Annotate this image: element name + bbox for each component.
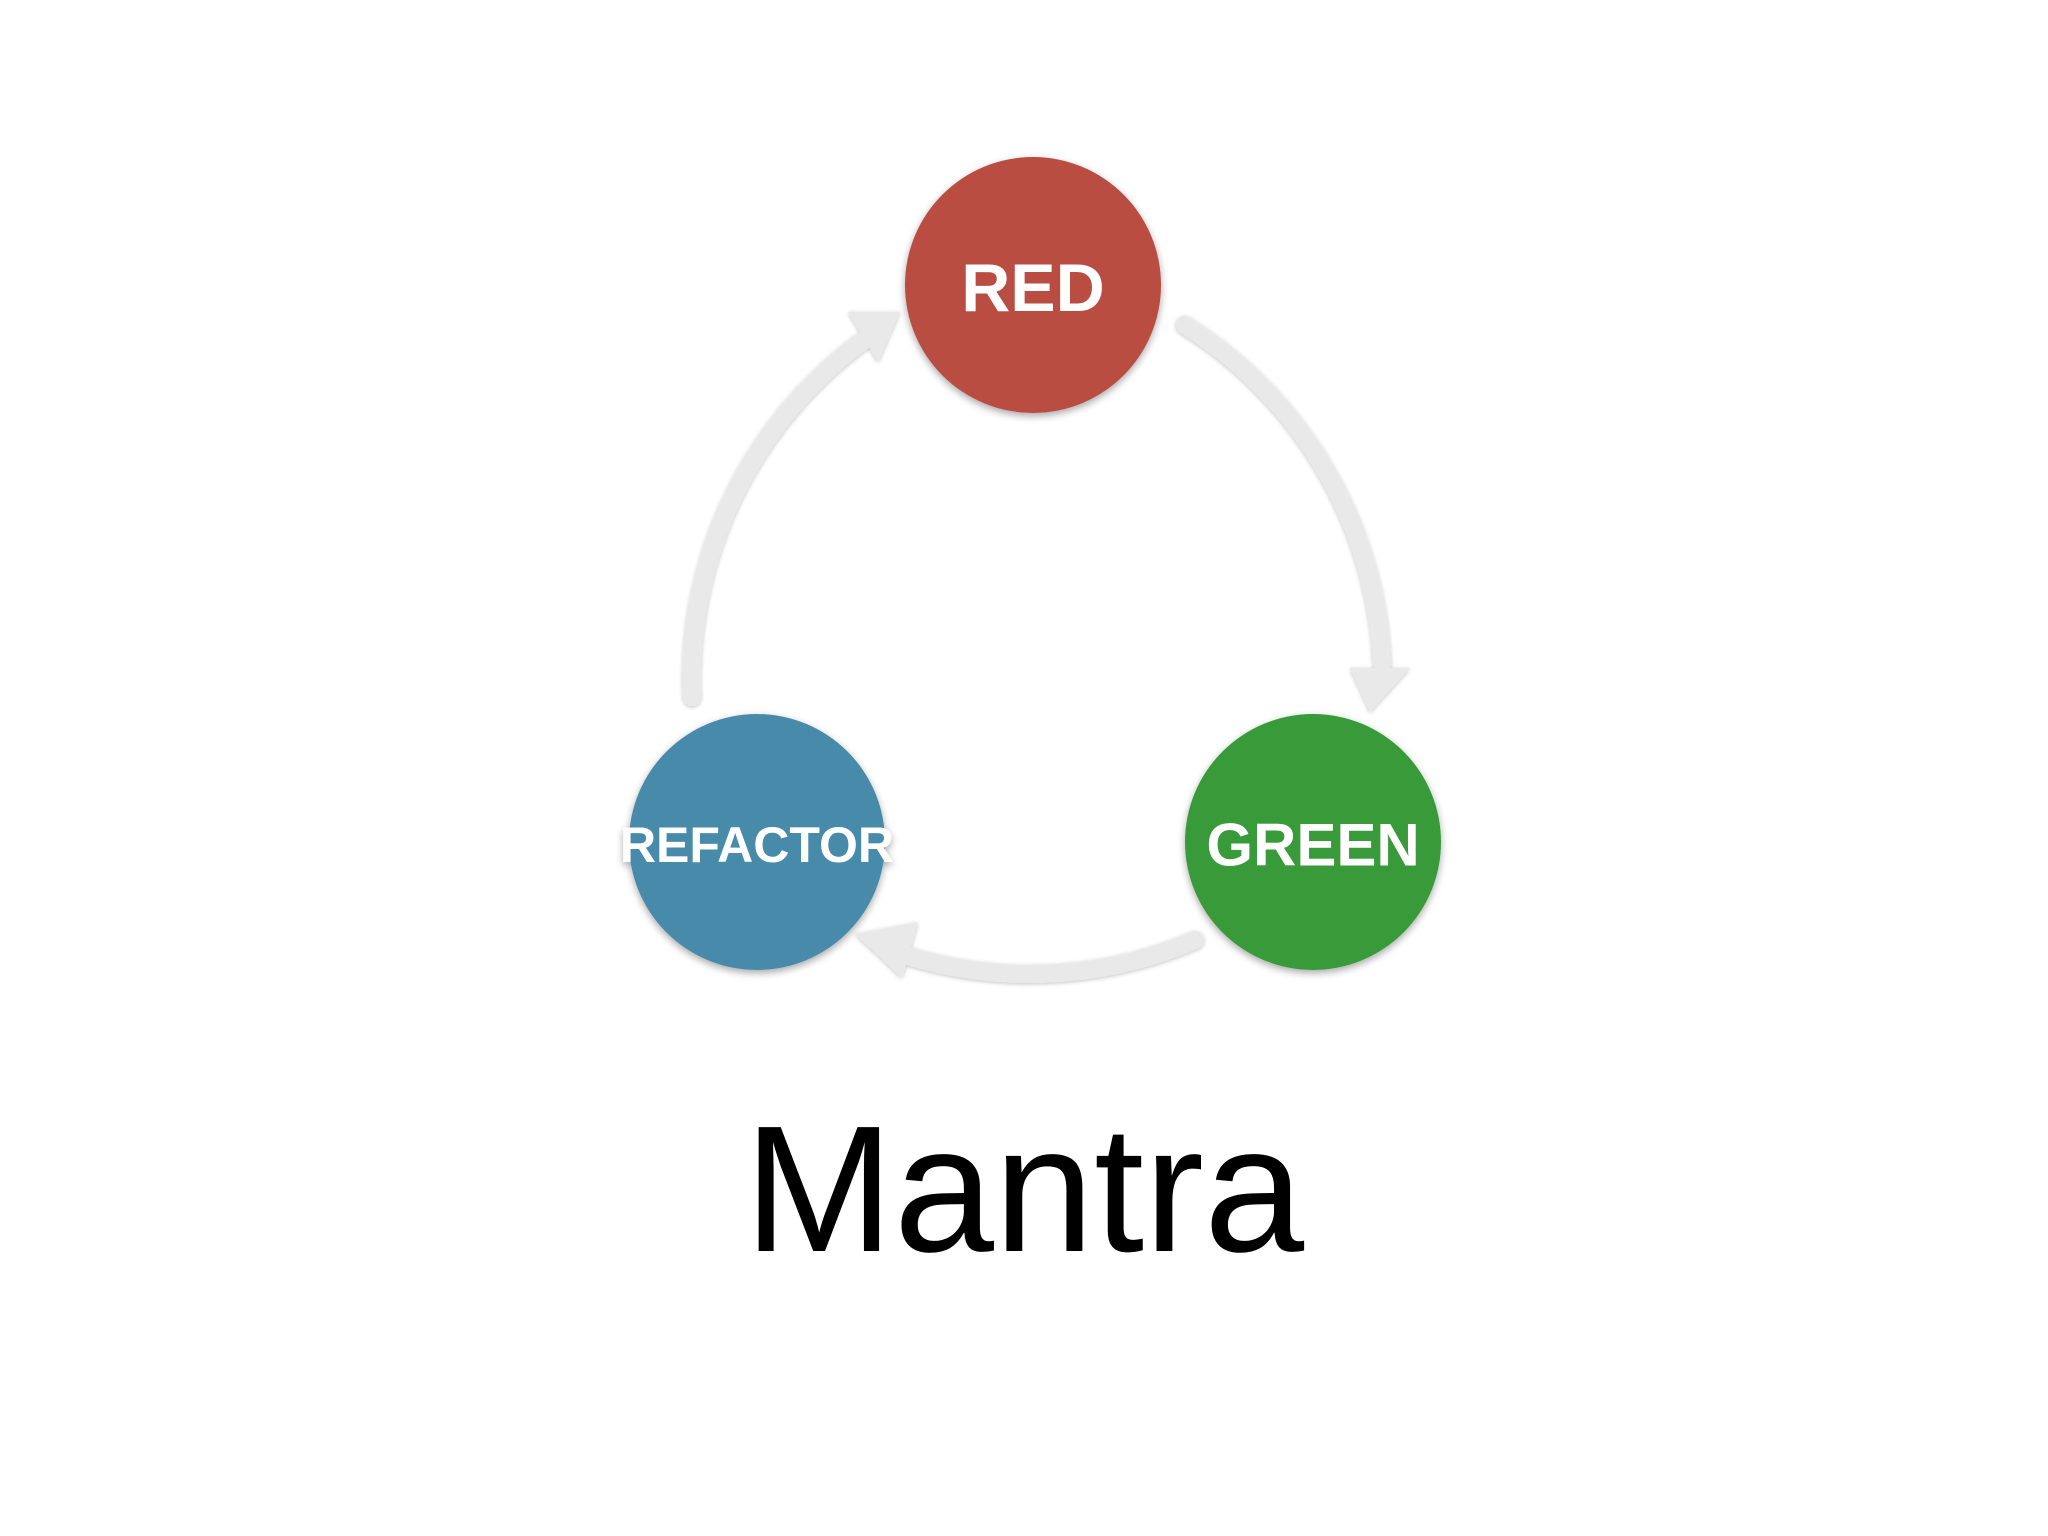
node-refactor-circle [629,714,885,970]
slide-title: Mantra [743,1089,1305,1290]
node-red: RED [905,157,1161,413]
arrow-refactor-to-red-head [848,312,900,362]
arrow-red-to-green-head [1350,668,1410,712]
arrow-refactor-to-red [682,328,877,706]
arrow-green-to-refactor [881,931,1204,983]
arrow-red-to-green [1176,316,1391,672]
node-green: GREEN [1185,714,1441,970]
node-green-circle [1185,714,1441,970]
node-refactor: REFACTOR [620,714,894,970]
node-refactor-label: REFACTOR [620,817,894,873]
node-green-label: GREEN [1206,812,1419,879]
arrow-green-to-refactor-head [855,922,918,978]
node-red-circle [905,157,1161,413]
node-red-label: RED [961,250,1105,326]
cycle-arrows [682,312,1410,983]
